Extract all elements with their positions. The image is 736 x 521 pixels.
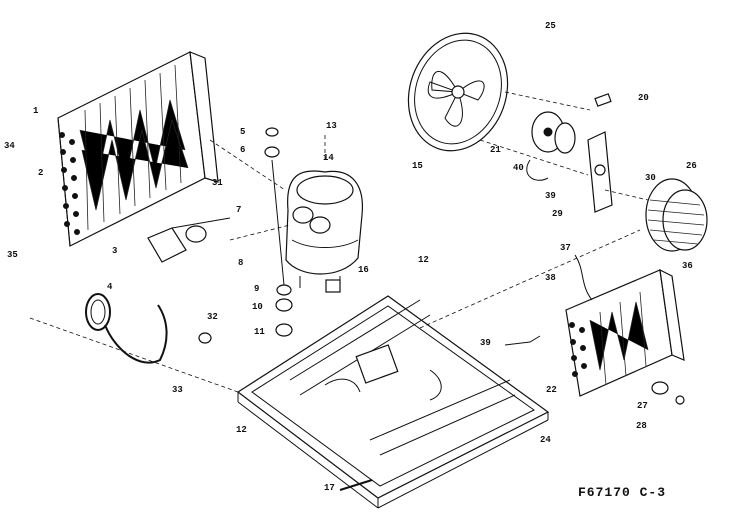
blower-wheel xyxy=(645,178,708,252)
capillary-tube xyxy=(85,293,168,364)
label-3: 3 xyxy=(112,246,117,256)
label-20: 20 xyxy=(638,93,649,103)
label-1: 1 xyxy=(33,106,39,116)
label-29: 29 xyxy=(552,209,563,219)
label-30: 30 xyxy=(645,173,656,183)
label-38: 38 xyxy=(545,273,556,283)
label-10: 10 xyxy=(252,302,263,312)
label-11: 11 xyxy=(254,327,265,337)
compressor xyxy=(285,170,364,293)
label-39b: 39 xyxy=(480,338,491,348)
label-2: 2 xyxy=(38,168,43,178)
label-21: 21 xyxy=(490,145,501,155)
label-33: 33 xyxy=(172,385,183,395)
overload-relay xyxy=(147,217,231,263)
label-22: 22 xyxy=(546,385,557,395)
label-36: 36 xyxy=(682,261,693,271)
label-6: 6 xyxy=(240,145,245,155)
label-12a: 12 xyxy=(418,255,429,265)
label-26: 26 xyxy=(686,161,697,171)
label-5: 5 xyxy=(240,127,245,137)
label-4: 4 xyxy=(107,282,113,292)
diagram-code: F67170 C-3 xyxy=(578,485,666,500)
fan-blade xyxy=(407,32,509,152)
label-8: 8 xyxy=(238,258,243,268)
label-35: 35 xyxy=(7,250,18,260)
label-9: 9 xyxy=(254,284,259,294)
label-39: 39 xyxy=(545,191,556,201)
label-7: 7 xyxy=(236,205,241,215)
evaporator-coil xyxy=(565,268,685,397)
base-pan xyxy=(236,295,550,509)
condenser-coil xyxy=(57,51,219,247)
motor-bracket xyxy=(587,93,613,213)
label-12b: 12 xyxy=(236,425,247,435)
fan-motor xyxy=(526,111,576,181)
label-17: 17 xyxy=(324,483,335,493)
grommet-stack xyxy=(264,127,293,337)
leader-lines xyxy=(29,91,649,393)
label-32: 32 xyxy=(207,312,218,322)
label-40: 40 xyxy=(513,163,524,173)
label-16: 16 xyxy=(358,265,369,275)
label-31: 31 xyxy=(212,178,223,188)
label-28: 28 xyxy=(636,421,647,431)
label-24: 24 xyxy=(540,435,551,445)
label-27: 27 xyxy=(637,401,648,411)
small-hardware xyxy=(198,254,685,491)
label-37: 37 xyxy=(560,243,571,253)
label-15: 15 xyxy=(412,161,423,171)
label-34: 34 xyxy=(4,141,15,151)
label-14: 14 xyxy=(323,153,334,163)
callout-labels: 1 2 3 4 5 6 7 8 9 10 11 12 12 13 14 15 1… xyxy=(4,21,697,493)
label-25: 25 xyxy=(545,21,556,31)
label-13: 13 xyxy=(326,121,337,131)
